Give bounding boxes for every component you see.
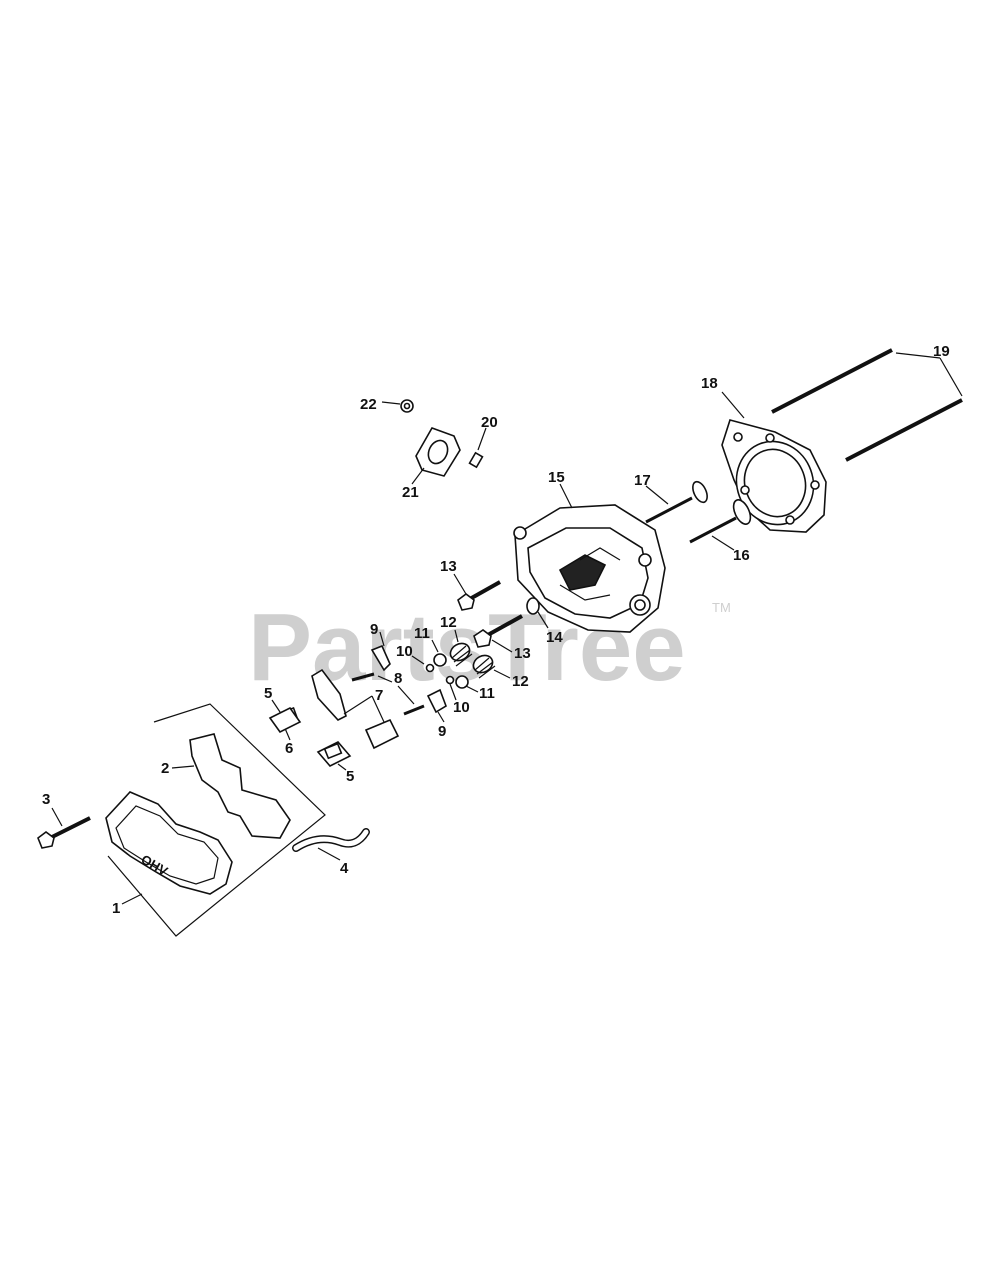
cylinder-head[interactable] bbox=[513, 504, 666, 633]
callout-4: 4 bbox=[340, 860, 349, 877]
callout-21: 21 bbox=[402, 484, 419, 501]
callout-12-lower: 12 bbox=[512, 673, 529, 690]
rocker-arms[interactable] bbox=[311, 668, 400, 750]
callout-3: 3 bbox=[42, 791, 50, 808]
valve-keeper-lower[interactable] bbox=[445, 675, 455, 685]
valve-spring-lower[interactable] bbox=[470, 652, 496, 679]
washer[interactable] bbox=[526, 597, 540, 615]
callout-11-upper: 11 bbox=[414, 625, 430, 642]
valve-spring-upper[interactable] bbox=[447, 640, 473, 667]
callout-10-lower: 10 bbox=[453, 699, 470, 716]
cover-bolt[interactable] bbox=[37, 816, 91, 849]
callout-13-upper: 13 bbox=[440, 558, 457, 575]
retainer-plate-upper[interactable] bbox=[268, 706, 302, 734]
callout-14: 14 bbox=[546, 629, 563, 646]
head-gasket[interactable] bbox=[721, 419, 827, 535]
exhaust-valve[interactable] bbox=[645, 479, 710, 524]
valve-cover[interactable]: OHV bbox=[105, 791, 233, 895]
callout-7: 7 bbox=[375, 687, 383, 704]
head-bolt-lower[interactable] bbox=[473, 614, 523, 648]
breather-stud[interactable] bbox=[468, 451, 484, 469]
valve-keeper-upper[interactable] bbox=[425, 663, 435, 673]
push-rods[interactable] bbox=[771, 348, 963, 463]
callout-9-upper: 9 bbox=[370, 621, 378, 638]
rocker-arm-studs[interactable] bbox=[351, 672, 425, 716]
callout-2: 2 bbox=[161, 760, 169, 777]
watermark-trademark: TM bbox=[712, 600, 731, 615]
callout-13-lower: 13 bbox=[514, 645, 531, 662]
breather-gasket[interactable] bbox=[415, 427, 461, 477]
callout-10-upper: 10 bbox=[396, 643, 413, 660]
callout-19: 19 bbox=[933, 343, 950, 360]
cover-gasket[interactable] bbox=[189, 733, 291, 839]
head-bolt-upper[interactable] bbox=[457, 580, 501, 611]
callout-9-lower: 9 bbox=[438, 723, 446, 740]
callout-15: 15 bbox=[548, 469, 565, 486]
callout-6: 6 bbox=[285, 740, 293, 757]
intake-valve[interactable] bbox=[689, 497, 754, 544]
callout-8: 8 bbox=[394, 670, 402, 687]
callout-22: 22 bbox=[360, 396, 377, 413]
callout-11-lower: 11 bbox=[479, 685, 495, 702]
push-rod-guide-lower[interactable] bbox=[426, 688, 447, 714]
spring-retainer-lower[interactable] bbox=[455, 675, 469, 689]
callout-20: 20 bbox=[481, 414, 498, 431]
callout-5-lower: 5 bbox=[346, 768, 354, 785]
callout-12-upper: 12 bbox=[440, 614, 457, 631]
callout-1: 1 bbox=[112, 900, 120, 917]
callout-16: 16 bbox=[733, 547, 750, 564]
push-rod-guide-upper[interactable] bbox=[370, 644, 391, 672]
spring-retainer-upper[interactable] bbox=[433, 653, 447, 667]
callout-5-upper: 5 bbox=[264, 685, 272, 702]
callout-18: 18 bbox=[701, 375, 718, 392]
callout-17: 17 bbox=[634, 472, 651, 489]
